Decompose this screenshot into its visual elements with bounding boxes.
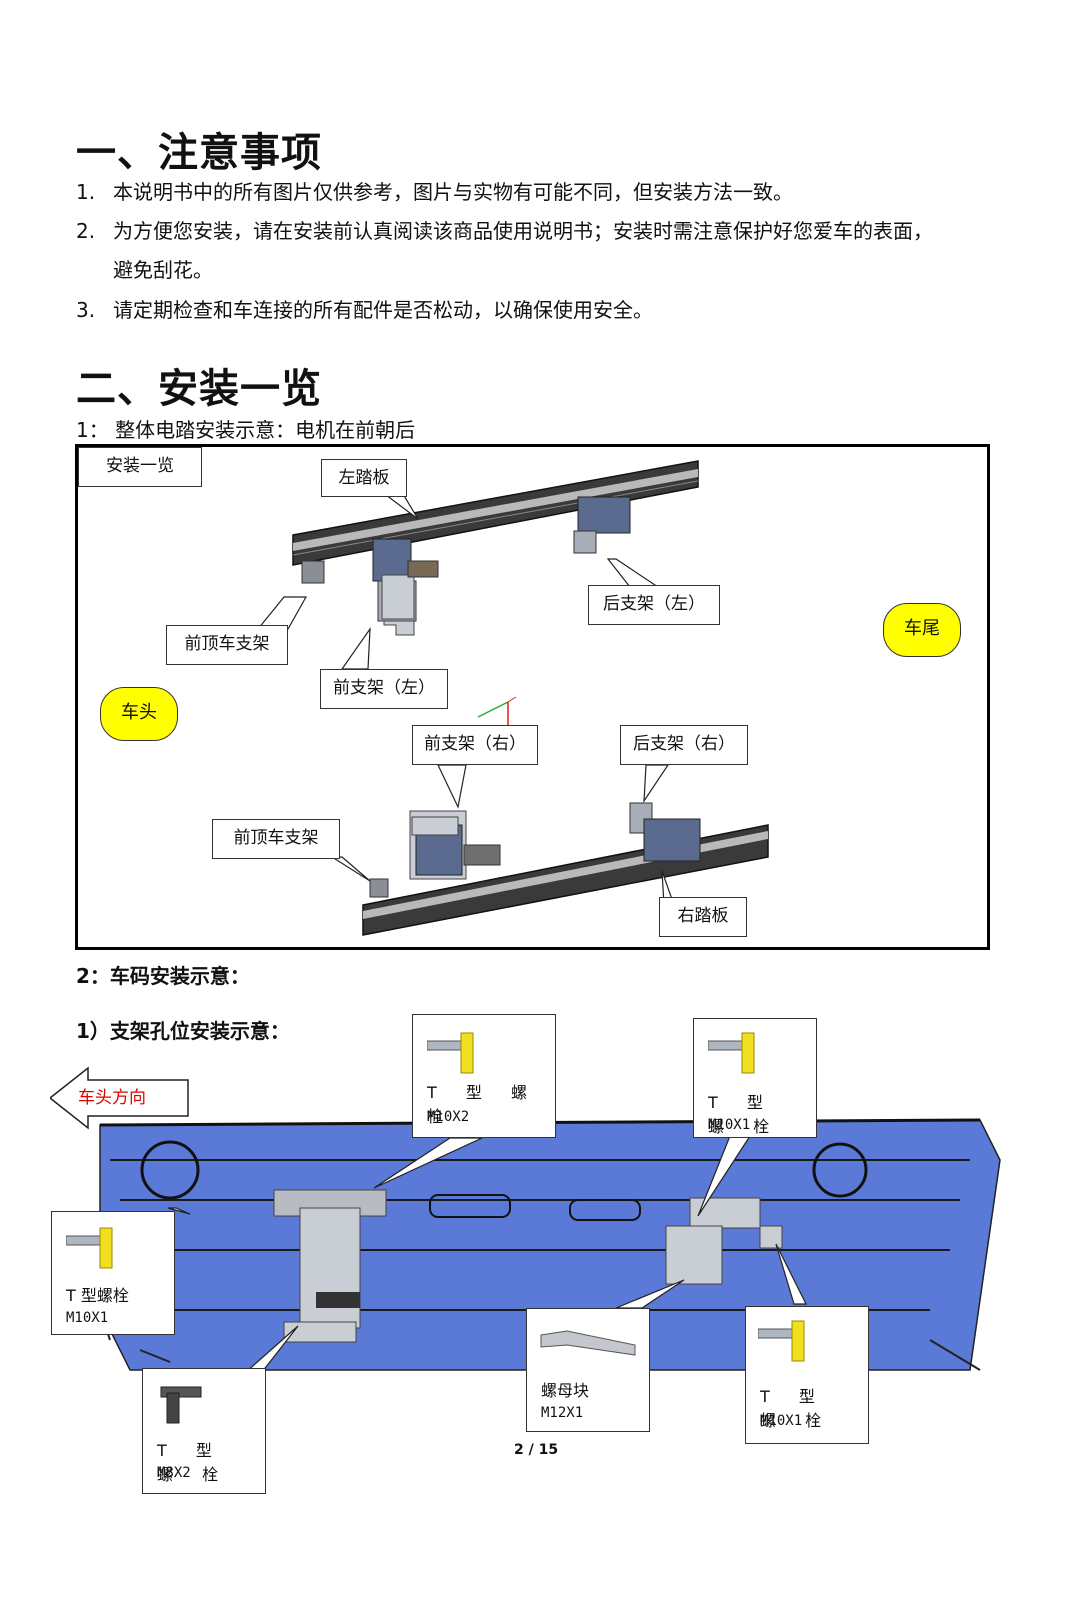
- callout-name: T 型螺栓: [66, 1286, 129, 1305]
- nut-block-icon: [540, 1330, 636, 1356]
- label-rear-bracket-right: 后支架（右）: [620, 725, 748, 765]
- page-number: 2 / 15: [514, 1442, 559, 1458]
- t-bolt-icon: [758, 1320, 805, 1362]
- bolt-callout: T 型 螺 栓 M10X2: [412, 1014, 556, 1138]
- callout-spec: M12X1: [541, 1405, 584, 1421]
- bolt-callout: T 型螺栓 M10X1: [51, 1211, 175, 1335]
- section2-title: 二、安装一览: [76, 366, 322, 412]
- callout-name: T 型 螺 栓: [157, 1441, 231, 1484]
- install-overview-diagram: 安装一览 左踏板 后支架（左） 前顶车支架 前支架（左） 前支架（右） 后支架（…: [75, 444, 990, 950]
- list-item: 3. 请定期检查和车连接的所有配件是否松动，以确保使用安全。: [76, 296, 653, 324]
- label-right-board: 右踏板: [659, 897, 747, 937]
- callout-name: T 型 螺 栓: [760, 1387, 834, 1430]
- label-left-board: 左踏板: [321, 459, 407, 497]
- callout-name: 螺母块: [541, 1381, 590, 1400]
- section1-title: 一、注意事项: [76, 130, 322, 176]
- t-bolt-icon: [427, 1032, 474, 1074]
- item-text: 本说明书中的所有图片仅供参考，图片与实物有可能不同，但安装方法一致。: [113, 180, 793, 204]
- left-running-board-drawing: [292, 460, 699, 636]
- bolt-callout: T 型 螺 栓 M10X1: [745, 1306, 869, 1444]
- subheading-car-rack: 2：车码安装示意：: [76, 964, 250, 988]
- label-front-top-bracket-1: 前顶车支架: [166, 625, 288, 665]
- subheading-overview: 1： 整体电踏安装示意：电机在前朝后: [76, 418, 416, 442]
- callout-spec: M10X1: [66, 1310, 109, 1326]
- right-running-board-drawing: [362, 802, 769, 936]
- callout-spec: M10X2: [427, 1109, 470, 1125]
- list-item: 2. 为方便您安装，请在安装前认真阅读该商品使用说明书；安装时需注意保护好您爱车的…: [76, 217, 933, 245]
- label-front-top-bracket-2: 前顶车支架: [212, 819, 340, 859]
- car-head-badge: 车头: [100, 687, 178, 741]
- callout-name: T 型 螺 栓: [427, 1083, 539, 1126]
- overview-drawing: [256, 460, 769, 936]
- item-number: 2.: [76, 219, 96, 243]
- item-text: 为方便您安装，请在安装前认真阅读该商品使用说明书；安装时需注意保护好您爱车的表面…: [113, 219, 933, 243]
- callout-spec: M8X2: [157, 1465, 191, 1481]
- direction-label: 车头方向: [78, 1088, 146, 1108]
- bolt-callout: T 型 螺 栓 M10X1: [693, 1018, 817, 1138]
- corner-label: 安装一览: [78, 447, 202, 487]
- nut-block-callout: 螺母块 M12X1: [526, 1308, 650, 1432]
- direction-arrow-shape: [50, 1066, 189, 1130]
- item-number: 1.: [76, 180, 96, 204]
- label-rear-bracket-left: 后支架（左）: [588, 585, 720, 625]
- label-front-bracket-right: 前支架（右）: [412, 725, 538, 765]
- t-bolt-icon: [66, 1227, 113, 1269]
- item-text-continued: 避免刮花。: [113, 258, 213, 282]
- callout-spec: M10X1: [760, 1413, 803, 1429]
- callout-spec: M10X1: [708, 1117, 751, 1133]
- label-front-bracket-left: 前支架（左）: [320, 669, 448, 709]
- callout-name: T 型 螺 栓: [708, 1093, 782, 1136]
- bolt-callout: T 型 螺 栓 M8X2: [142, 1368, 266, 1494]
- item-number: 3.: [76, 298, 96, 322]
- mounted-brackets: [273, 1189, 783, 1343]
- subheading-hole-positions: 1）支架孔位安装示意：: [76, 1019, 290, 1043]
- car-tail-badge: 车尾: [883, 603, 961, 657]
- list-item: 1. 本说明书中的所有图片仅供参考，图片与实物有可能不同，但安装方法一致。: [76, 178, 793, 206]
- callout-pointers: [167, 1135, 807, 1373]
- t-bolt-icon: [708, 1032, 755, 1074]
- t-bolt-dark-icon: [160, 1386, 202, 1424]
- item-text: 请定期检查和车连接的所有配件是否松动，以确保使用安全。: [113, 298, 653, 322]
- chassis-diagram: 车头方向 T 型 螺 栓 M10X2 T 型 螺 栓 M10X1 T 型螺栓 M…: [50, 1010, 1010, 1500]
